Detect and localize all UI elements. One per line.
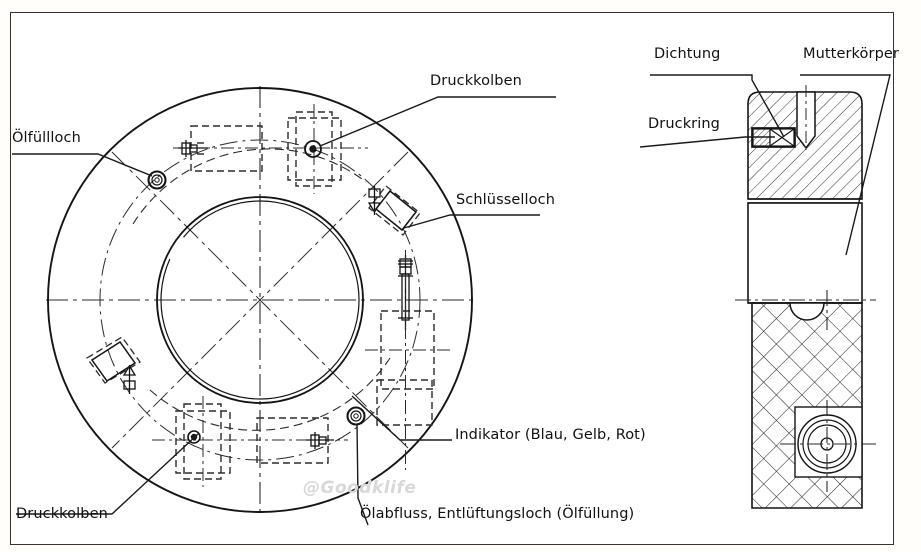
leader-seal <box>650 74 785 138</box>
inner-bore-circle <box>156 196 364 404</box>
semicircular-recess <box>789 302 825 321</box>
label-key-hole: Schlüsselloch <box>456 192 556 208</box>
piston-chamber-middle <box>747 202 863 304</box>
relief-valve-lower-left <box>122 364 137 394</box>
leader-indicator <box>351 395 452 441</box>
label-pressure-piston-bottom: Druckkolben <box>16 506 108 522</box>
label-pressure-piston-top: Druckkolben <box>430 73 522 89</box>
leader-nut-body <box>800 74 891 256</box>
threaded-bore-cutout <box>796 85 816 152</box>
relief-valve-upper-right <box>367 186 382 215</box>
leader-oil-fill-hole <box>12 153 153 177</box>
valve-fitting-top-left <box>178 140 208 157</box>
drawing-frame <box>10 12 894 545</box>
oil-drain-vent-hole <box>346 406 366 426</box>
bolt-circle <box>99 139 421 461</box>
key-hole-upper-right <box>368 185 421 236</box>
key-hole-lower-left-solid <box>90 340 137 383</box>
piston-chambers-hidden <box>175 111 435 480</box>
label-pressure-ring: Druckring <box>648 116 720 132</box>
leader-key-hole <box>403 214 540 229</box>
front-view-group <box>12 86 556 526</box>
watermark: @Goodklife <box>303 478 417 498</box>
outer-diameter-circle <box>47 87 473 513</box>
key-hole-lower-left <box>86 336 141 384</box>
leader-lines <box>12 96 556 526</box>
indicator-port-section <box>794 406 863 478</box>
inner-bore-thread-circle <box>160 200 360 400</box>
pressure-piston-top <box>304 140 322 158</box>
valve-fitting-bottom-right <box>306 432 334 449</box>
section-centerlines <box>735 290 876 492</box>
oil-fill-hole <box>147 170 167 190</box>
label-oil-drain: Ölabfluss, Entlüftungsloch (Ölfüllung) <box>360 506 635 522</box>
label-nut-body: Mutterkörper <box>803 46 899 62</box>
leader-pressure-ring <box>639 136 775 148</box>
section-leader-lines <box>639 74 891 256</box>
oil-gallery-arcs <box>132 148 391 431</box>
leader-pressure-piston-top <box>319 96 556 147</box>
leader-oil-drain <box>356 423 369 526</box>
leader-pressure-piston-bottom <box>16 433 199 515</box>
label-seal: Dichtung <box>654 46 721 62</box>
section-view-group <box>639 74 891 509</box>
label-oil-fill-hole: Ölfüllloch <box>12 130 81 146</box>
label-indicator: Indikator (Blau, Gelb, Rot) <box>455 427 646 443</box>
